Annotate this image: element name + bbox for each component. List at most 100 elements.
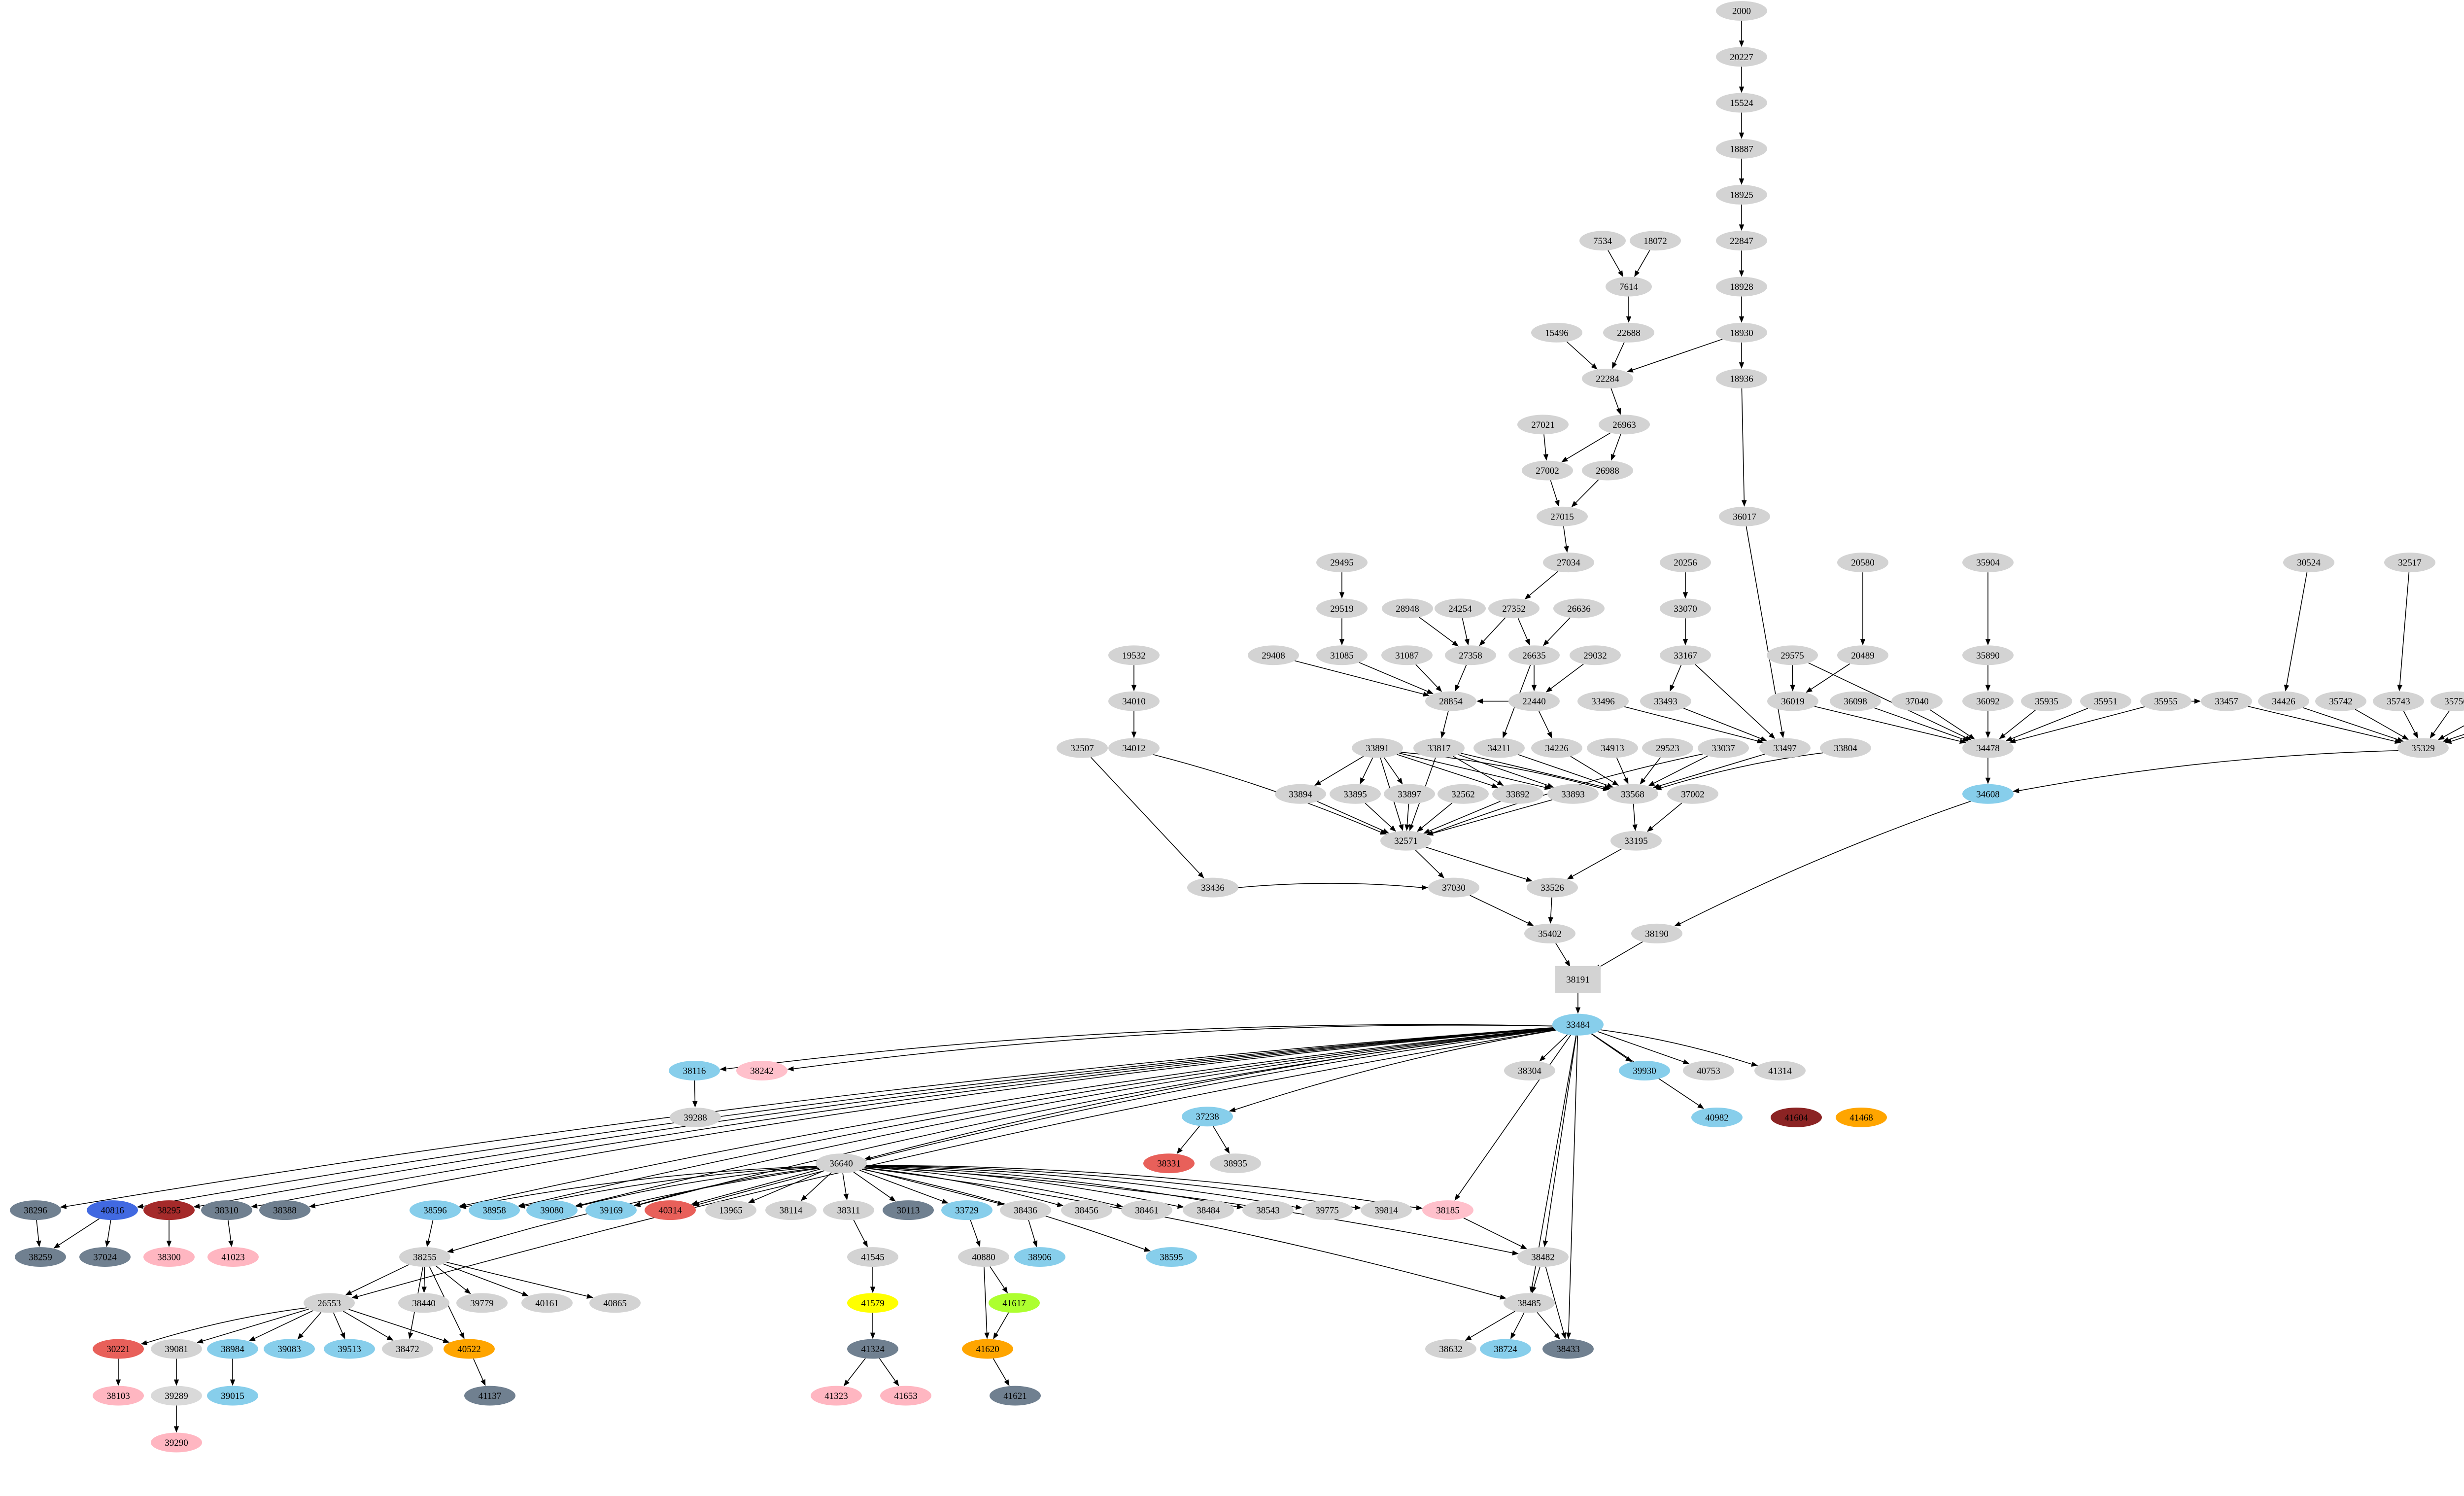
node-shape[interactable] bbox=[1108, 645, 1160, 665]
node-shape[interactable] bbox=[765, 1200, 817, 1220]
node-shape[interactable] bbox=[1552, 1013, 1604, 1036]
graph-node-33493[interactable]: 33493 bbox=[1640, 691, 1691, 711]
node-shape[interactable] bbox=[1553, 598, 1605, 619]
node-shape[interactable] bbox=[1488, 598, 1540, 619]
node-shape[interactable] bbox=[1716, 231, 1767, 251]
node-shape[interactable] bbox=[1381, 645, 1433, 665]
graph-node-33895[interactable]: 33895 bbox=[1330, 784, 1381, 804]
node-shape[interactable] bbox=[1413, 738, 1465, 758]
node-shape[interactable] bbox=[1660, 598, 1711, 619]
node-shape[interactable] bbox=[1422, 1200, 1473, 1220]
graph-node-41023[interactable]: 41023 bbox=[207, 1247, 259, 1267]
node-shape[interactable] bbox=[1183, 1200, 1234, 1220]
node-shape[interactable] bbox=[1445, 645, 1496, 665]
graph-node-33729[interactable]: 33729 bbox=[941, 1200, 992, 1220]
graph-node-33167[interactable]: 33167 bbox=[1660, 645, 1711, 665]
node-shape[interactable] bbox=[989, 1293, 1040, 1313]
graph-node-30221[interactable]: 30221 bbox=[93, 1339, 144, 1359]
graph-node-33568[interactable]: 33568 bbox=[1607, 784, 1658, 804]
node-shape[interactable] bbox=[456, 1293, 508, 1313]
graph-node-40522[interactable]: 40522 bbox=[444, 1339, 495, 1359]
graph-node-39288[interactable]: 39288 bbox=[670, 1107, 721, 1127]
graph-node-26988[interactable]: 26988 bbox=[1582, 460, 1633, 481]
node-shape[interactable] bbox=[1210, 1153, 1261, 1174]
graph-node-27021[interactable]: 27021 bbox=[1517, 415, 1569, 435]
node-shape[interactable] bbox=[201, 1200, 252, 1220]
node-shape[interactable] bbox=[1384, 784, 1435, 804]
graph-node-39513[interactable]: 39513 bbox=[324, 1339, 375, 1359]
node-shape[interactable] bbox=[1182, 1107, 1233, 1127]
node-shape[interactable] bbox=[1108, 691, 1160, 711]
graph-node-35743[interactable]: 35743 bbox=[2373, 691, 2424, 711]
node-shape[interactable] bbox=[1382, 598, 1433, 619]
graph-node-32562[interactable]: 32562 bbox=[1437, 784, 1489, 804]
node-shape[interactable] bbox=[1716, 1, 1767, 21]
node-shape[interactable] bbox=[1316, 598, 1368, 619]
graph-node-38724[interactable]: 38724 bbox=[1480, 1339, 1531, 1359]
graph-node-32507[interactable]: 32507 bbox=[1057, 738, 1108, 758]
graph-node-41621[interactable]: 41621 bbox=[990, 1386, 1041, 1406]
graph-node-33497[interactable]: 33497 bbox=[1759, 738, 1811, 758]
node-shape[interactable] bbox=[1683, 1061, 1734, 1080]
node-shape[interactable] bbox=[1619, 1061, 1670, 1080]
graph-node-33817[interactable]: 33817 bbox=[1413, 738, 1465, 758]
graph-node-18928[interactable]: 18928 bbox=[1716, 277, 1767, 297]
graph-node-31087[interactable]: 31087 bbox=[1381, 645, 1433, 665]
graph-node-40816[interactable]: 40816 bbox=[87, 1200, 138, 1220]
node-shape[interactable] bbox=[1543, 553, 1594, 573]
node-shape[interactable] bbox=[1771, 1107, 1822, 1127]
graph-node-26963[interactable]: 26963 bbox=[1599, 415, 1650, 435]
node-shape[interactable] bbox=[93, 1386, 144, 1406]
graph-node-33894[interactable]: 33894 bbox=[1275, 784, 1326, 804]
graph-node-39290[interactable]: 39290 bbox=[151, 1432, 202, 1453]
node-shape[interactable] bbox=[398, 1293, 449, 1313]
graph-node-34608[interactable]: 34608 bbox=[1962, 784, 2014, 804]
graph-node-41324[interactable]: 41324 bbox=[847, 1339, 898, 1359]
graph-node-26635[interactable]: 26635 bbox=[1508, 645, 1560, 665]
graph-node-38484[interactable]: 38484 bbox=[1183, 1200, 1234, 1220]
node-shape[interactable] bbox=[1582, 369, 1633, 389]
graph-node-41468[interactable]: 41468 bbox=[1836, 1107, 1887, 1127]
node-shape[interactable] bbox=[1316, 645, 1368, 665]
graph-node-38485[interactable]: 38485 bbox=[1504, 1293, 1555, 1313]
node-shape[interactable] bbox=[87, 1200, 138, 1220]
graph-node-33436[interactable]: 33436 bbox=[1187, 877, 1238, 898]
node-shape[interactable] bbox=[1754, 1061, 1806, 1080]
graph-node-35935[interactable]: 35935 bbox=[2021, 691, 2072, 711]
graph-node-38461[interactable]: 38461 bbox=[1121, 1200, 1172, 1220]
graph-node-33496[interactable]: 33496 bbox=[1577, 691, 1629, 711]
graph-node-22688[interactable]: 22688 bbox=[1603, 322, 1654, 343]
node-shape[interactable] bbox=[585, 1200, 637, 1220]
graph-node-38296[interactable]: 38296 bbox=[10, 1200, 61, 1220]
node-shape[interactable] bbox=[1962, 645, 2014, 665]
node-shape[interactable] bbox=[2258, 691, 2309, 711]
graph-node-13965[interactable]: 13965 bbox=[705, 1200, 756, 1220]
graph-node-38436[interactable]: 38436 bbox=[1000, 1200, 1051, 1220]
graph-node-38482[interactable]: 38482 bbox=[1517, 1247, 1569, 1267]
node-shape[interactable] bbox=[1716, 369, 1767, 389]
node-shape[interactable] bbox=[1660, 553, 1711, 573]
graph-node-37040[interactable]: 37040 bbox=[1891, 691, 1943, 711]
graph-node-33893[interactable]: 33893 bbox=[1547, 784, 1599, 804]
graph-node-38103[interactable]: 38103 bbox=[93, 1386, 144, 1406]
node-shape[interactable] bbox=[1361, 1200, 1412, 1220]
graph-node-41323[interactable]: 41323 bbox=[811, 1386, 862, 1406]
graph-node-34478[interactable]: 34478 bbox=[1962, 738, 2014, 758]
node-shape[interactable] bbox=[1275, 784, 1326, 804]
node-shape[interactable] bbox=[1504, 1293, 1555, 1313]
graph-node-35955[interactable]: 35955 bbox=[2140, 691, 2191, 711]
node-shape[interactable] bbox=[1577, 691, 1629, 711]
graph-node-18072[interactable]: 18072 bbox=[1630, 231, 1681, 251]
node-shape[interactable] bbox=[736, 1061, 787, 1080]
graph-node-33891[interactable]: 33891 bbox=[1352, 738, 1403, 758]
node-shape[interactable] bbox=[1962, 784, 2014, 804]
graph-node-39775[interactable]: 39775 bbox=[1301, 1200, 1353, 1220]
graph-node-39814[interactable]: 39814 bbox=[1361, 1200, 1412, 1220]
graph-node-36640[interactable]: 36640 bbox=[816, 1153, 867, 1174]
graph-node-29575[interactable]: 29575 bbox=[1767, 645, 1818, 665]
graph-node-38935[interactable]: 38935 bbox=[1210, 1153, 1261, 1174]
graph-node-18887[interactable]: 18887 bbox=[1716, 139, 1767, 159]
node-shape[interactable] bbox=[847, 1293, 898, 1313]
node-shape[interactable] bbox=[2430, 691, 2464, 711]
node-shape[interactable] bbox=[1660, 645, 1711, 665]
